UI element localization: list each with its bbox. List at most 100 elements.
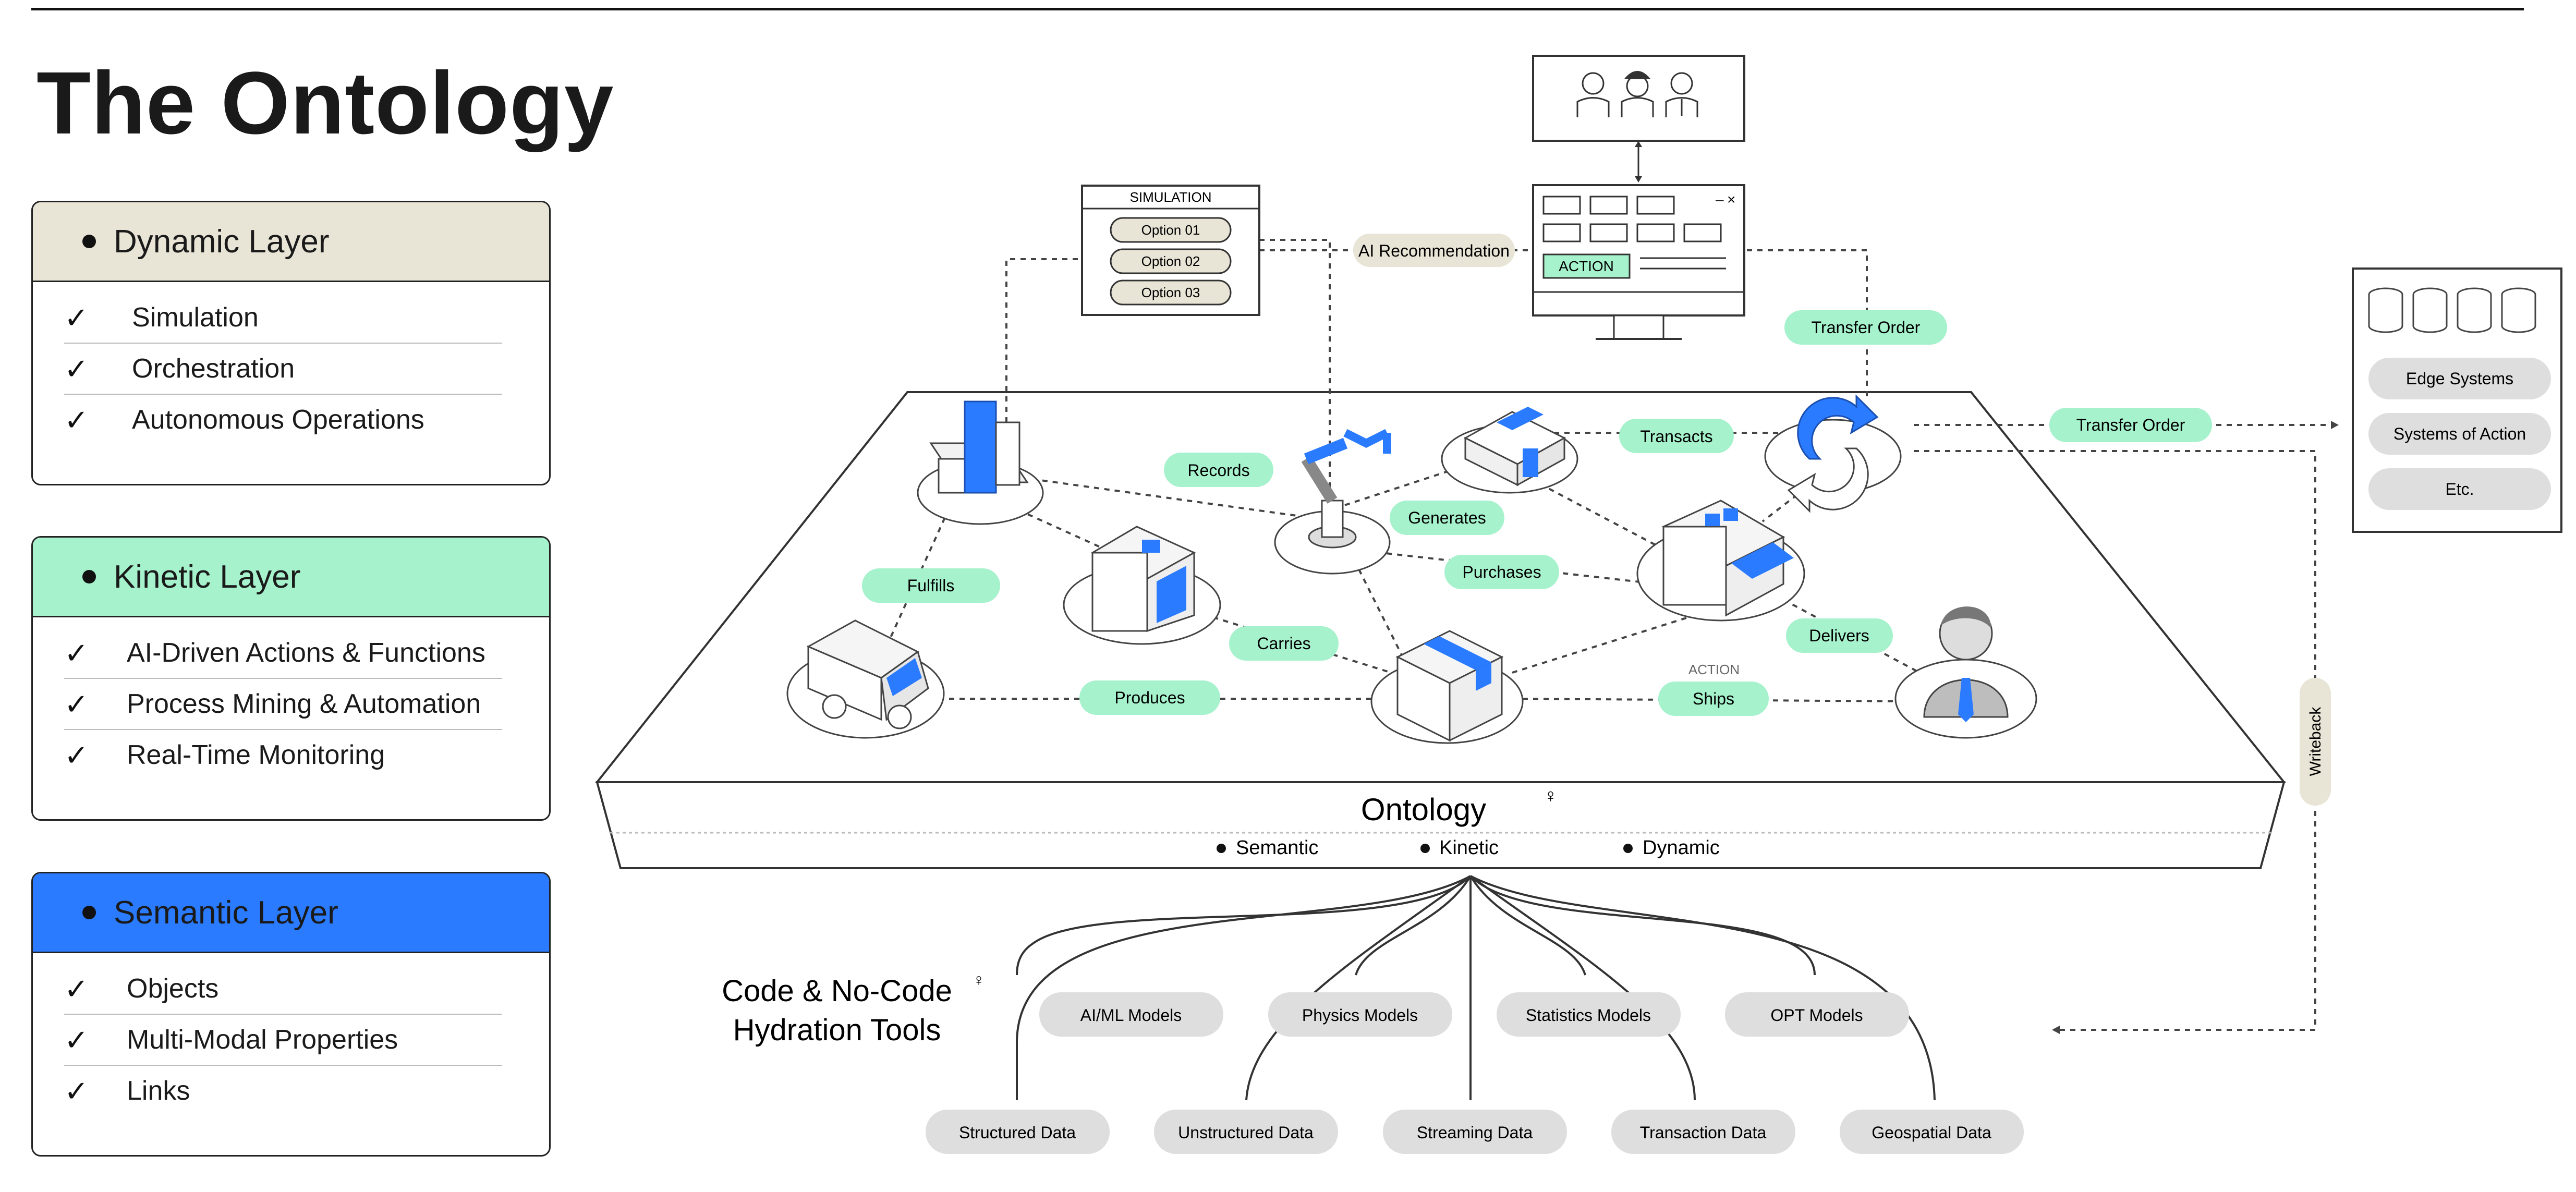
option-label: Option 01 xyxy=(1141,222,1200,238)
produces-pill xyxy=(1079,680,1220,715)
ontology-mark-icon: ♀ xyxy=(1544,785,1558,806)
model-pill xyxy=(1725,992,1909,1037)
data-source-pill xyxy=(1154,1110,1338,1154)
model-pill xyxy=(1268,992,1452,1037)
check-icon: ✓ xyxy=(64,972,89,1005)
data-source-pill xyxy=(1840,1110,2024,1154)
list-item-label: AI-Driven Actions & Functions xyxy=(127,638,485,668)
list-item: ✓ Links xyxy=(64,1066,502,1116)
manager-person-icon xyxy=(1665,72,1698,117)
list-item: ✓Orchestration xyxy=(64,344,502,395)
generates-pill xyxy=(1390,501,1504,535)
option-button[interactable] xyxy=(1110,217,1232,243)
data-source-label: Unstructured Data xyxy=(1178,1123,1314,1142)
option-button[interactable] xyxy=(1110,248,1232,274)
transfer-order-label: Transfer Order xyxy=(2076,416,2185,434)
dynamic-layer-panel: Dynamic Layer ✓Simulation ✓Orchestration… xyxy=(31,201,551,485)
check-icon: ✓ xyxy=(64,1024,89,1056)
fulfills-pill xyxy=(862,568,1000,603)
list-item: ✓ Autonomous Operations xyxy=(64,395,502,445)
data-source-pills: Structured Data Unstructured Data Stream… xyxy=(926,1110,2024,1154)
simulation-title: SIMULATION xyxy=(1130,189,1212,205)
writeback-pill xyxy=(2300,678,2331,806)
hydration-title-line1: Code & No-Code xyxy=(722,974,952,1008)
list-item-label: Objects xyxy=(127,974,219,1004)
etc-pill xyxy=(2368,468,2551,510)
worker-person-icon xyxy=(1621,71,1654,117)
transfer-order-pill xyxy=(1784,310,1947,345)
model-pills: AI/ML Models Physics Models Statistics M… xyxy=(1039,992,1909,1037)
option-button[interactable] xyxy=(1110,279,1232,306)
check-icon: ✓ xyxy=(64,1075,89,1108)
model-label: Physics Models xyxy=(1302,1006,1418,1025)
hydration-mark-icon: ♀ xyxy=(973,970,985,989)
list-item: ✓ Multi-Modal Properties xyxy=(64,1015,502,1066)
distribution-center-icon xyxy=(1661,500,1794,617)
purchases-label: Purchases xyxy=(1462,563,1541,581)
simulation-panel: SIMULATION Option 01 Option 02 Option 03 xyxy=(1081,185,1260,316)
dynamic-layer-header: Dynamic Layer xyxy=(33,202,549,282)
generates-label: Generates xyxy=(1408,508,1486,527)
produces-label: Produces xyxy=(1114,688,1185,707)
bullet-icon xyxy=(82,235,96,248)
check-icon: ✓ xyxy=(64,739,89,772)
data-source-label: Geospatial Data xyxy=(1872,1123,1991,1142)
model-pill xyxy=(1497,992,1681,1037)
list-item: ✓ Objects xyxy=(64,964,502,1015)
list-item: ✓ AI-Driven Actions & Functions xyxy=(64,628,502,679)
external-systems-box: Edge Systems Systems of Action Etc. xyxy=(2352,267,2562,533)
model-pill xyxy=(1039,992,1223,1037)
kinetic-layer-header: Kinetic Layer xyxy=(33,538,549,617)
check-icon: ✓ xyxy=(64,301,89,334)
list-item: ✓Real-Time Monitoring xyxy=(64,730,502,780)
ontology-label: Ontology xyxy=(1361,792,1486,827)
operator-person-icon xyxy=(1576,72,1610,117)
transacts-label: Transacts xyxy=(1640,427,1712,446)
check-icon: ✓ xyxy=(64,404,89,436)
delivery-van-icon xyxy=(806,619,929,729)
dynamic-layer-list: ✓Simulation ✓Orchestration ✓ Autonomous O… xyxy=(33,282,549,445)
semantic-layer-list: ✓ Objects ✓ Multi-Modal Properties ✓ Links xyxy=(33,953,549,1116)
ships-label: Ships xyxy=(1693,689,1734,708)
check-icon: ✓ xyxy=(64,688,89,721)
list-item: ✓Simulation xyxy=(64,293,502,344)
robot-arm-icon xyxy=(1301,429,1391,549)
systems-of-action-label: Systems of Action xyxy=(2393,424,2526,443)
ontology-platform-base xyxy=(596,781,2286,869)
kinetic-layer-title: Kinetic Layer xyxy=(114,558,301,595)
semantic-layer-header: Semantic Layer xyxy=(33,873,549,953)
minimize-icon[interactable]: – xyxy=(1716,191,1724,208)
ships-pill xyxy=(1658,682,1769,716)
database-icons xyxy=(2368,287,2536,333)
delivers-pill xyxy=(1786,618,1893,653)
list-item: ✓ Process Mining & Automation xyxy=(64,679,502,730)
check-icon: ✓ xyxy=(64,352,89,385)
bullet-icon xyxy=(82,570,96,583)
writeback-label: Writeback xyxy=(2307,707,2324,776)
check-icon: ✓ xyxy=(64,637,89,670)
kinetic-layer-panel: Kinetic Layer ✓ AI-Driven Actions & Funct… xyxy=(31,536,551,821)
action-button-label: ACTION xyxy=(1559,258,1614,274)
data-source-label: Structured Data xyxy=(959,1123,1076,1142)
bullet-icon xyxy=(82,906,96,919)
kinetic-layer-list: ✓ AI-Driven Actions & Functions ✓ Process … xyxy=(33,617,549,780)
close-icon[interactable]: × xyxy=(1727,191,1735,208)
list-item-label: Links xyxy=(127,1076,190,1106)
transfer-order-pill xyxy=(2049,408,2212,442)
semantic-layer-panel: Semantic Layer ✓ Objects ✓ Multi-Modal Pro… xyxy=(31,872,551,1157)
semantic-layer-title: Semantic Layer xyxy=(114,894,338,931)
model-label: AI/ML Models xyxy=(1080,1006,1182,1025)
records-pill xyxy=(1164,453,1273,487)
data-source-label: Streaming Data xyxy=(1417,1123,1533,1142)
legend-dynamic: Dynamic xyxy=(1643,837,1720,859)
action-button[interactable] xyxy=(1542,253,1631,279)
transfer-order-label: Transfer Order xyxy=(1812,318,1921,337)
list-item-label: Multi-Modal Properties xyxy=(127,1025,398,1055)
page-title: The Ontology xyxy=(37,54,614,153)
list-item-label: Process Mining & Automation xyxy=(127,689,481,719)
list-item-label: Autonomous Operations xyxy=(132,405,424,435)
option-label: Option 02 xyxy=(1141,253,1200,269)
action-tag: ACTION xyxy=(1688,662,1740,677)
